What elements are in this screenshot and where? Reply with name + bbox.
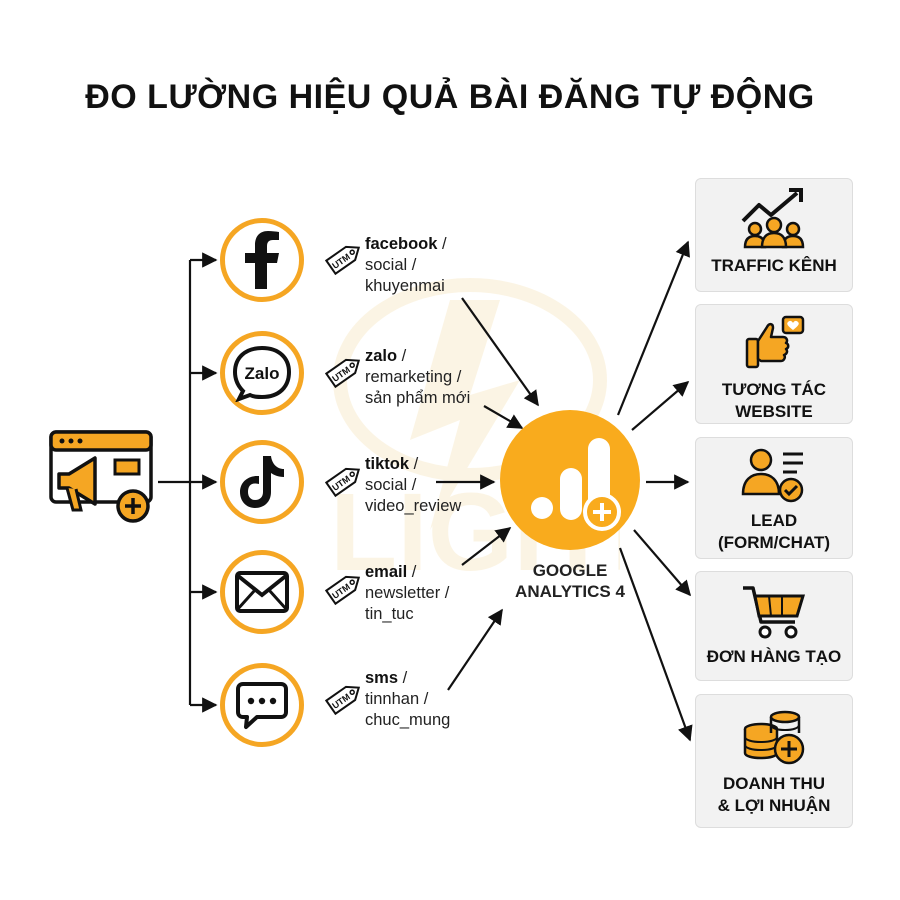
zalo-icon: Zalo [232, 345, 292, 402]
channel-email [220, 550, 304, 634]
google-analytics-hub [500, 410, 640, 550]
channel-tiktok [220, 440, 304, 524]
utm-source: tiktok [365, 455, 410, 473]
page-title: ĐO LƯỜNG HIỆU QUẢ BÀI ĐĂNG TỰ ĐỘNG [85, 78, 815, 116]
email-icon [235, 571, 289, 613]
utm-campaign: sản phẩm mới [365, 389, 471, 407]
kpi-card-engagement: TƯƠNG TÁC WEBSITE [695, 304, 853, 424]
utm-campaign: chuc_mung [365, 711, 451, 729]
shopping-cart-icon [743, 586, 806, 639]
traffic-growth-icon [741, 188, 805, 249]
utm-medium: social / [365, 256, 417, 274]
utm-params-sms: sms / tinnhan / chuc_mung [365, 669, 451, 729]
utm-campaign: khuyenmai [365, 277, 445, 295]
utm-campaign: video_review [365, 497, 462, 515]
utm-campaign: tin_tuc [365, 605, 414, 623]
kpi-card-traffic: TRAFFIC KÊNH [695, 178, 853, 292]
utm-tag-icon: UTM [324, 467, 361, 498]
utm-medium: remarketing / [365, 368, 462, 386]
thumbs-up-heart-icon [745, 315, 805, 369]
tiktok-icon [240, 456, 284, 508]
analytics-label: GOOGLE ANALYTICS 4 [515, 561, 625, 601]
kpi-card-revenue: DOANH THU & LỢI NHUẬN [695, 694, 853, 828]
coins-plus-icon [743, 710, 805, 765]
utm-tag-icon: UTM [324, 358, 361, 389]
utm-source: email [365, 563, 408, 581]
channel-sms [220, 663, 304, 747]
utm-source: sms [365, 669, 399, 687]
utm-tag-icon: UTM [324, 245, 361, 276]
svg-text:Zalo: Zalo [245, 364, 280, 383]
sms-chat-icon [236, 682, 288, 729]
kpi-card-orders: ĐƠN HÀNG TẠO [695, 571, 853, 681]
google-analytics-icon [531, 438, 621, 531]
utm-medium: tinnhan / [365, 690, 429, 708]
utm-source: zalo [365, 347, 398, 365]
utm-medium: social / [365, 476, 417, 494]
utm-tag-icon: UTM [324, 575, 361, 606]
utm-medium: newsletter / [365, 584, 450, 602]
utm-params-email: email / newsletter / tin_tuc [365, 563, 450, 623]
utm-source: facebook [365, 235, 438, 253]
facebook-icon [245, 231, 279, 289]
utm-params-tiktok: tiktok / social / video_review [365, 455, 462, 515]
kpi-card-lead: LEAD (FORM/CHAT) [695, 437, 853, 559]
lead-user-check-icon [741, 448, 804, 503]
megaphone-browser-icon [49, 430, 153, 523]
utm-params-facebook: facebook / social / khuyenmai [365, 235, 447, 295]
channel-facebook [220, 218, 304, 302]
utm-params-zalo: zalo / remarketing / sản phẩm mới [365, 347, 471, 407]
channel-zalo: Zalo [220, 331, 304, 415]
utm-tag-icon: UTM [324, 685, 361, 716]
